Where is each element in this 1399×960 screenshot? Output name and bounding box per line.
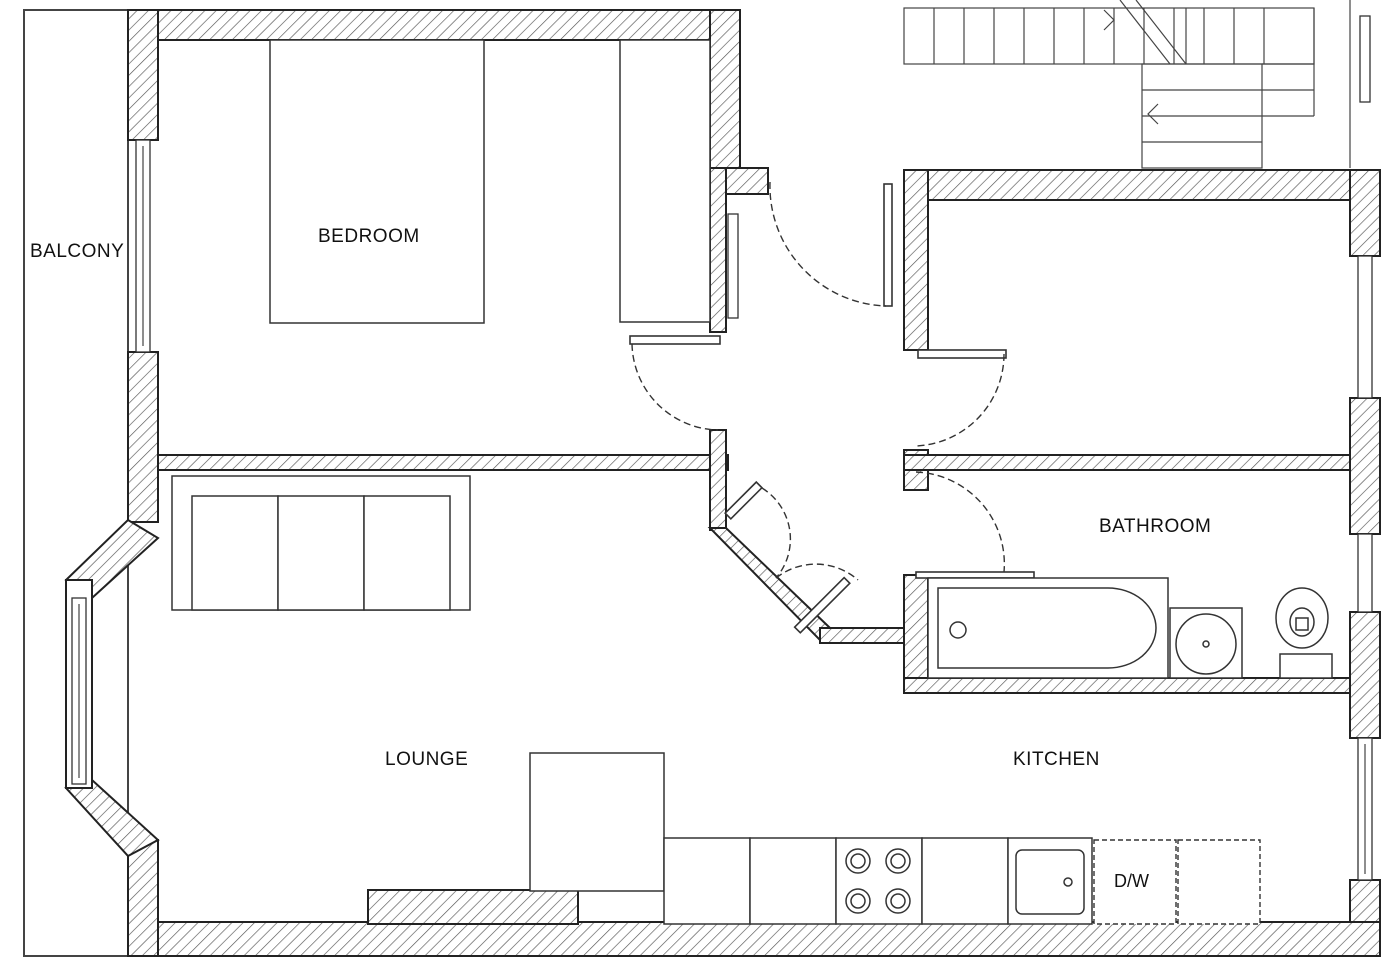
- doors: [629, 181, 1035, 634]
- lounge-door-leaf-2: [793, 576, 851, 634]
- staircase: [903, 0, 1371, 169]
- bed: [269, 39, 485, 324]
- bathroom-door-leaf: [915, 571, 1035, 579]
- dishwasher-label: D/W: [1114, 871, 1149, 891]
- hob: [835, 837, 923, 925]
- kitchen-label: KITCHEN: [1013, 749, 1100, 770]
- bathroom-fixtures: [927, 577, 1333, 679]
- appliance-space: [1177, 839, 1261, 925]
- bathroom-window-2: [1357, 533, 1373, 613]
- toilet: [1275, 587, 1333, 679]
- lounge-furniture: [171, 475, 665, 892]
- bathroom-label: BATHROOM: [1099, 516, 1211, 537]
- lounge-door-leaf-1: [724, 480, 764, 520]
- entry-door-leaf: [883, 183, 893, 307]
- bedroom-door-leaf: [629, 335, 721, 345]
- walls: [64, 9, 1381, 957]
- hall-side-window: [727, 213, 739, 319]
- lounge-label: LOUNGE: [385, 749, 468, 770]
- dishwasher: [1093, 839, 1177, 925]
- bedroom-furniture: [269, 39, 711, 324]
- wardrobe: [619, 39, 711, 323]
- bedroom-label: BEDROOM: [318, 226, 420, 247]
- chimney-breast: [529, 752, 665, 892]
- windows: [71, 139, 1373, 881]
- kitchen-units: [663, 837, 1261, 925]
- bathroom-window: [1357, 255, 1373, 399]
- balcony-label: BALCONY: [30, 241, 124, 262]
- room-door-leaf: [917, 349, 1007, 359]
